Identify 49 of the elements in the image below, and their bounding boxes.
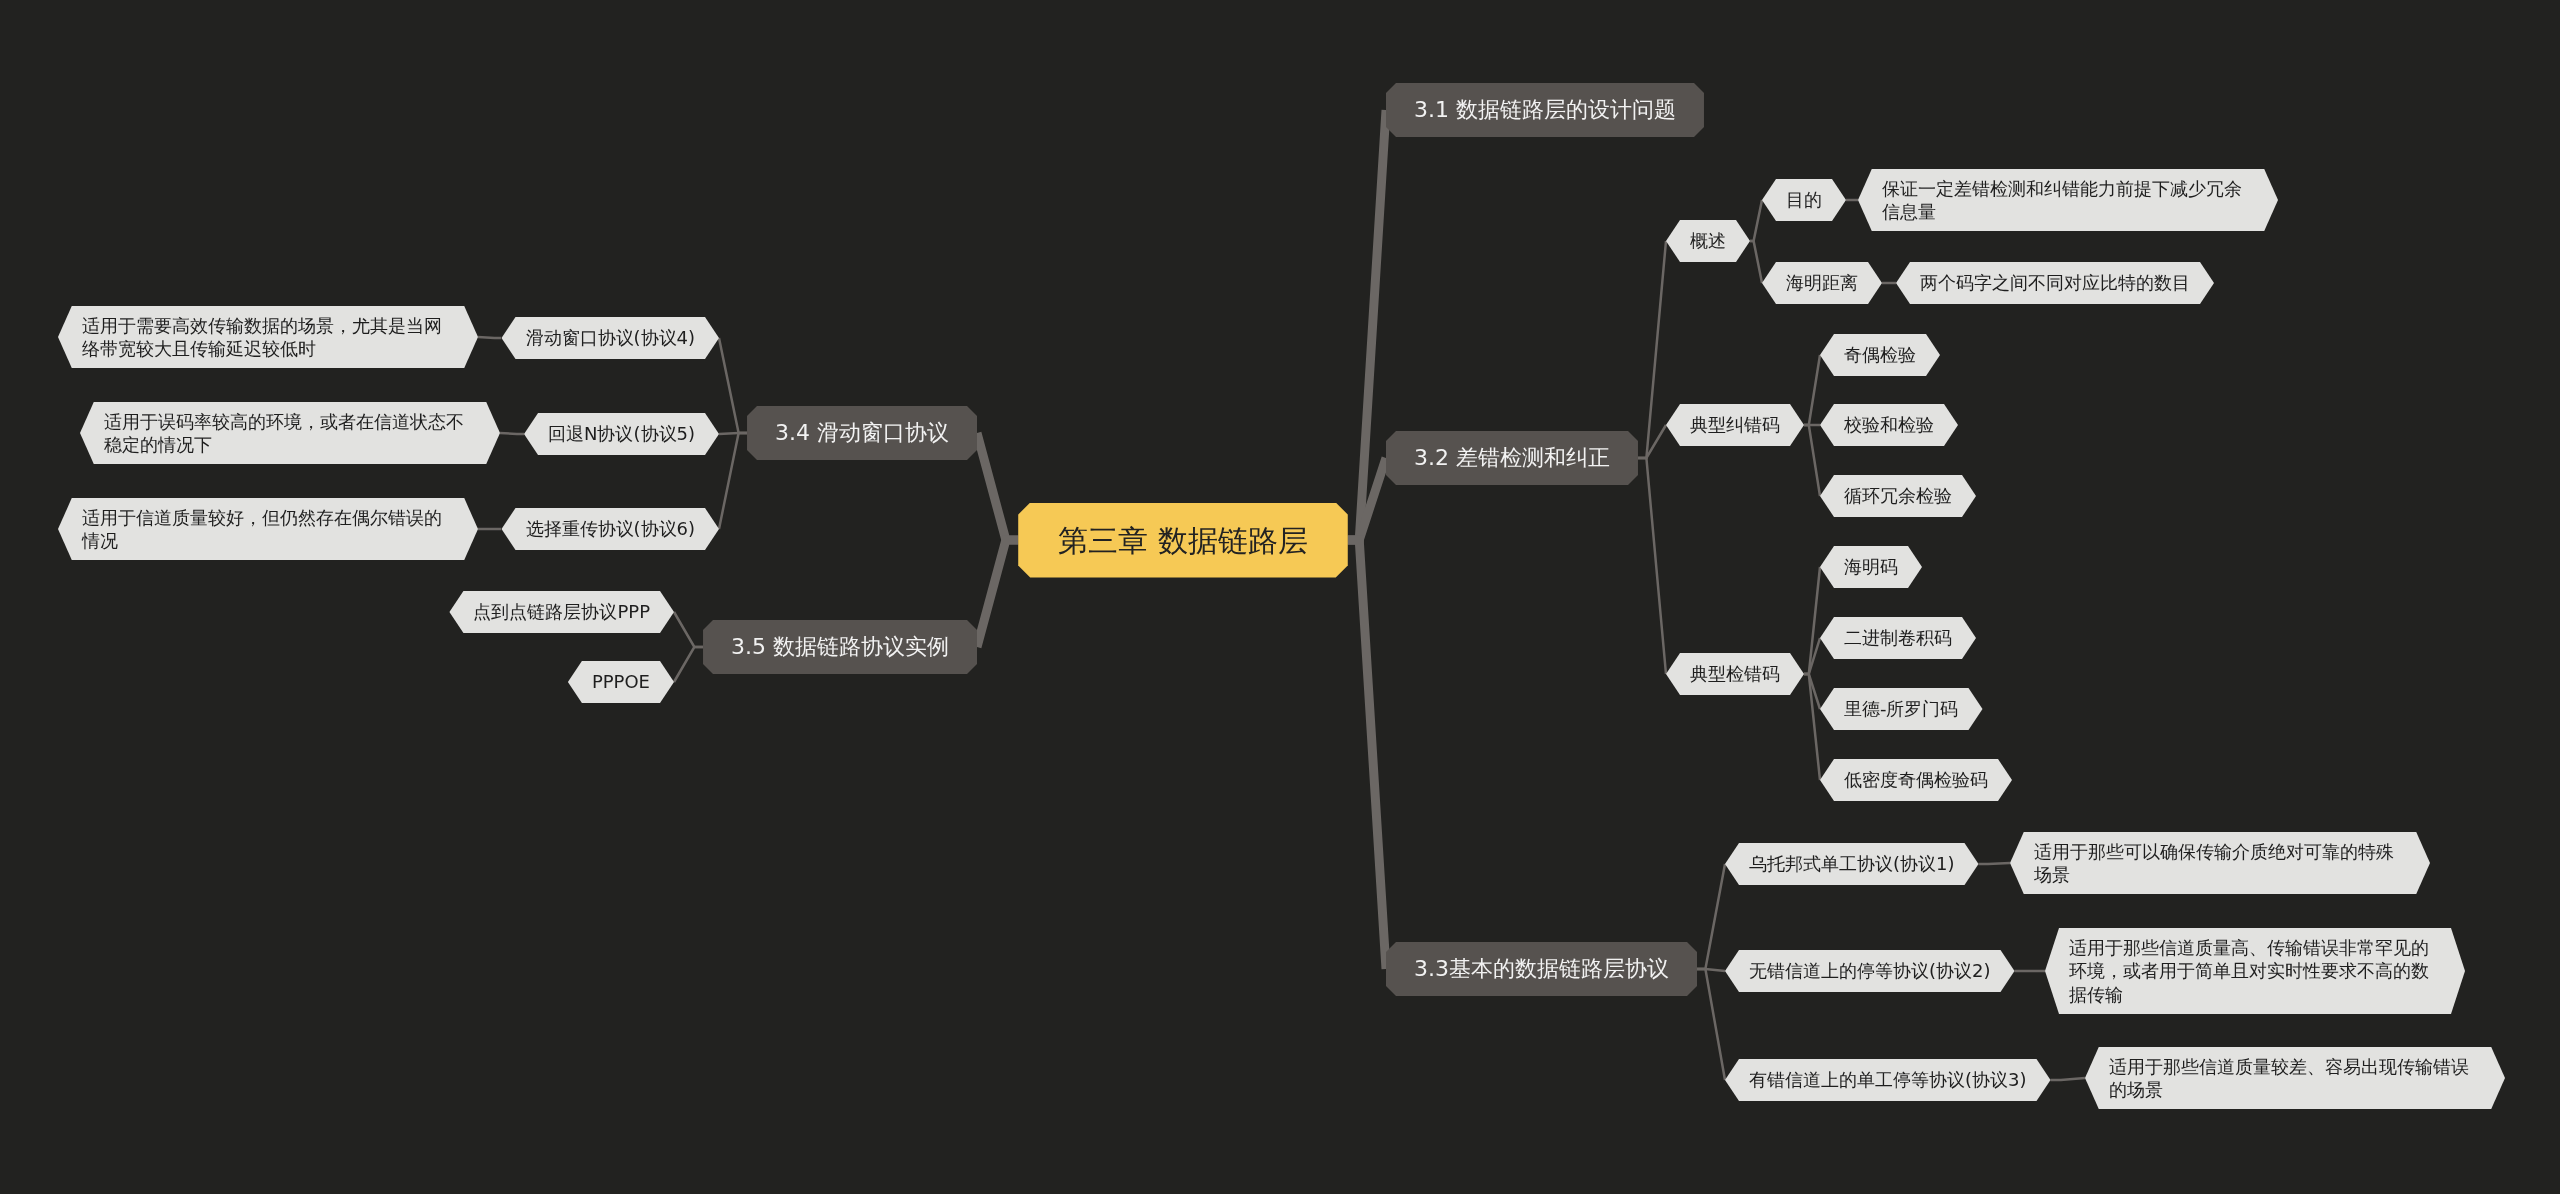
connector-line — [2014, 969, 2045, 973]
subtopic-box: 两个码字之间不同对应比特的数目 — [1896, 262, 2214, 304]
subtopic-box: 适用于需要高效传输数据的场景，尤其是当网络带宽较大且传输延迟较低时 — [58, 305, 478, 369]
connector-line — [1978, 861, 2011, 866]
subtopic-box: 选择重传协议(协议6) — [501, 508, 719, 550]
central-topic: 第三章 数据链路层 — [1018, 502, 1348, 578]
subtopic-box: 适用于那些信道质量高、传输错误非常罕见的环境，或者用于简单且对实时性要求不高的数据传输 — [2045, 927, 2465, 1015]
connector-line — [499, 431, 525, 436]
connector-line — [477, 335, 502, 340]
subtopic-box: 典型检错码 — [1666, 653, 1804, 695]
subtopic-box: 回退N协议(协议5) — [524, 413, 719, 455]
subtopic-box: 典型纠错码 — [1666, 404, 1804, 446]
subtopic-box: 校验和检验 — [1820, 404, 1958, 446]
connector-line — [2050, 1076, 2086, 1082]
subtopic-box: 有错信道上的单工停等协议(协议3) — [1725, 1059, 2051, 1101]
subtopic-box: 奇偶检验 — [1820, 334, 1940, 376]
topic-box: 3.1 数据链路层的设计问题 — [1386, 83, 1704, 137]
connector-line — [478, 527, 502, 531]
subtopic-box: 滑动窗口协议(协议4) — [501, 317, 719, 359]
subtopic-box: 乌托邦式单工协议(协议1) — [1725, 843, 1979, 885]
subtopic-box: 适用于那些信道质量较差、容易出现传输错误的场景 — [2085, 1046, 2505, 1110]
subtopic-box: 适用于误码率较高的环境，或者在信道状态不稳定的情况下 — [80, 401, 500, 465]
connector-line — [1750, 199, 1764, 243]
connector-line — [1697, 967, 1727, 1081]
subtopic-box: 目的 — [1762, 179, 1846, 221]
subtopic-box: 循环冗余检验 — [1820, 475, 1976, 517]
topic-box: 3.4 滑动窗口协议 — [747, 406, 977, 460]
subtopic-box: 里德-所罗门码 — [1820, 688, 1983, 730]
subtopic-box: 海明码 — [1820, 546, 1922, 588]
connector-line — [1638, 456, 1668, 675]
subtopic-box: 海明距离 — [1762, 262, 1882, 304]
subtopic-box: 保证一定差错检测和纠错能力前提下减少冗余信息量 — [1858, 168, 2278, 232]
subtopic-box: 无错信道上的停等协议(协议2) — [1725, 950, 2015, 992]
topic-box: 3.5 数据链路协议实例 — [703, 620, 977, 674]
subtopic-box: PPPOE — [567, 661, 674, 703]
connector-line — [1750, 239, 1764, 284]
subtopic-box: 适用于信道质量较好，但仍然存在偶尔错误的情况 — [58, 497, 478, 561]
subtopic-box: 概述 — [1666, 220, 1750, 262]
connector-line — [672, 645, 703, 683]
connector-line — [1347, 535, 1391, 970]
subtopic-box: 点到点链路层协议PPP — [449, 591, 674, 633]
subtopic-box: 低密度奇偶检验码 — [1820, 759, 2012, 801]
topic-box: 3.3基本的数据链路层协议 — [1386, 942, 1697, 996]
topic-box: 3.2 差错检测和纠正 — [1386, 431, 1638, 485]
subtopic-box: 适用于那些可以确保传输介质绝对可靠的特殊场景 — [2010, 831, 2430, 895]
connector-line — [1804, 423, 1822, 497]
connector-line — [717, 431, 747, 530]
connector-line — [1804, 672, 1822, 781]
subtopic-box: 二进制卷积码 — [1820, 617, 1976, 659]
